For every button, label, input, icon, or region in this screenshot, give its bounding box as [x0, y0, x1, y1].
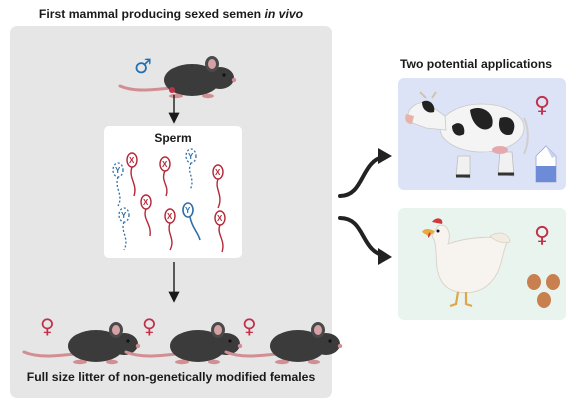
- hen-icon: [422, 218, 511, 308]
- sperm-icon: Y: [118, 207, 130, 251]
- female-symbol-icon: ♀: [242, 314, 257, 338]
- left-panel-title: First mammal producing sexed semen in vi…: [10, 7, 332, 21]
- svg-text:X: X: [167, 212, 173, 221]
- sperm-icon: X: [164, 208, 176, 251]
- arrow-head-icon: [378, 148, 392, 164]
- svg-text:Y: Y: [115, 166, 121, 175]
- svg-text:X: X: [215, 168, 221, 177]
- arrow-head-icon: [378, 248, 392, 265]
- male-symbol-icon: ♂: [134, 54, 152, 78]
- sperm-icon: X: [140, 194, 152, 237]
- svg-text:X: X: [143, 198, 149, 207]
- female-symbol-icon: ♀: [142, 314, 157, 338]
- left-panel-title-italic: in vivo: [264, 7, 304, 21]
- female-symbol-icon: ♀: [534, 223, 550, 248]
- svg-text:X: X: [162, 160, 168, 169]
- svg-text:Y: Y: [121, 211, 127, 220]
- cow-icon: [405, 91, 529, 179]
- sperm-icon: X: [159, 156, 171, 197]
- sperm-icon: Y: [185, 148, 197, 191]
- sperm-icon: X: [214, 210, 226, 253]
- eggs-icon: [527, 274, 560, 308]
- svg-text:X: X: [129, 156, 135, 165]
- sperm-icon: Y: [112, 162, 124, 207]
- sperm-box-title: Sperm: [154, 131, 192, 145]
- svg-text:X: X: [217, 214, 223, 223]
- left-panel-caption: Full size litter of non-genetically modi…: [26, 370, 316, 384]
- collection-point-icon: [169, 87, 175, 93]
- left-panel-title-main: First mammal producing sexed semen: [38, 7, 265, 21]
- milk-carton-icon: [535, 145, 557, 183]
- female-symbol-icon: ♀: [40, 314, 55, 338]
- svg-text:Y: Y: [188, 152, 194, 161]
- sperm-icon: X: [212, 164, 224, 209]
- sperm-icon: X: [126, 152, 138, 197]
- svg-text:Y: Y: [185, 206, 191, 215]
- right-panel-title: Two potential applications: [399, 57, 553, 71]
- sperm-icon: Y: [182, 202, 201, 241]
- sperm-cells: Y X X Y X X Y: [112, 148, 226, 253]
- female-symbol-icon: ♀: [534, 93, 550, 118]
